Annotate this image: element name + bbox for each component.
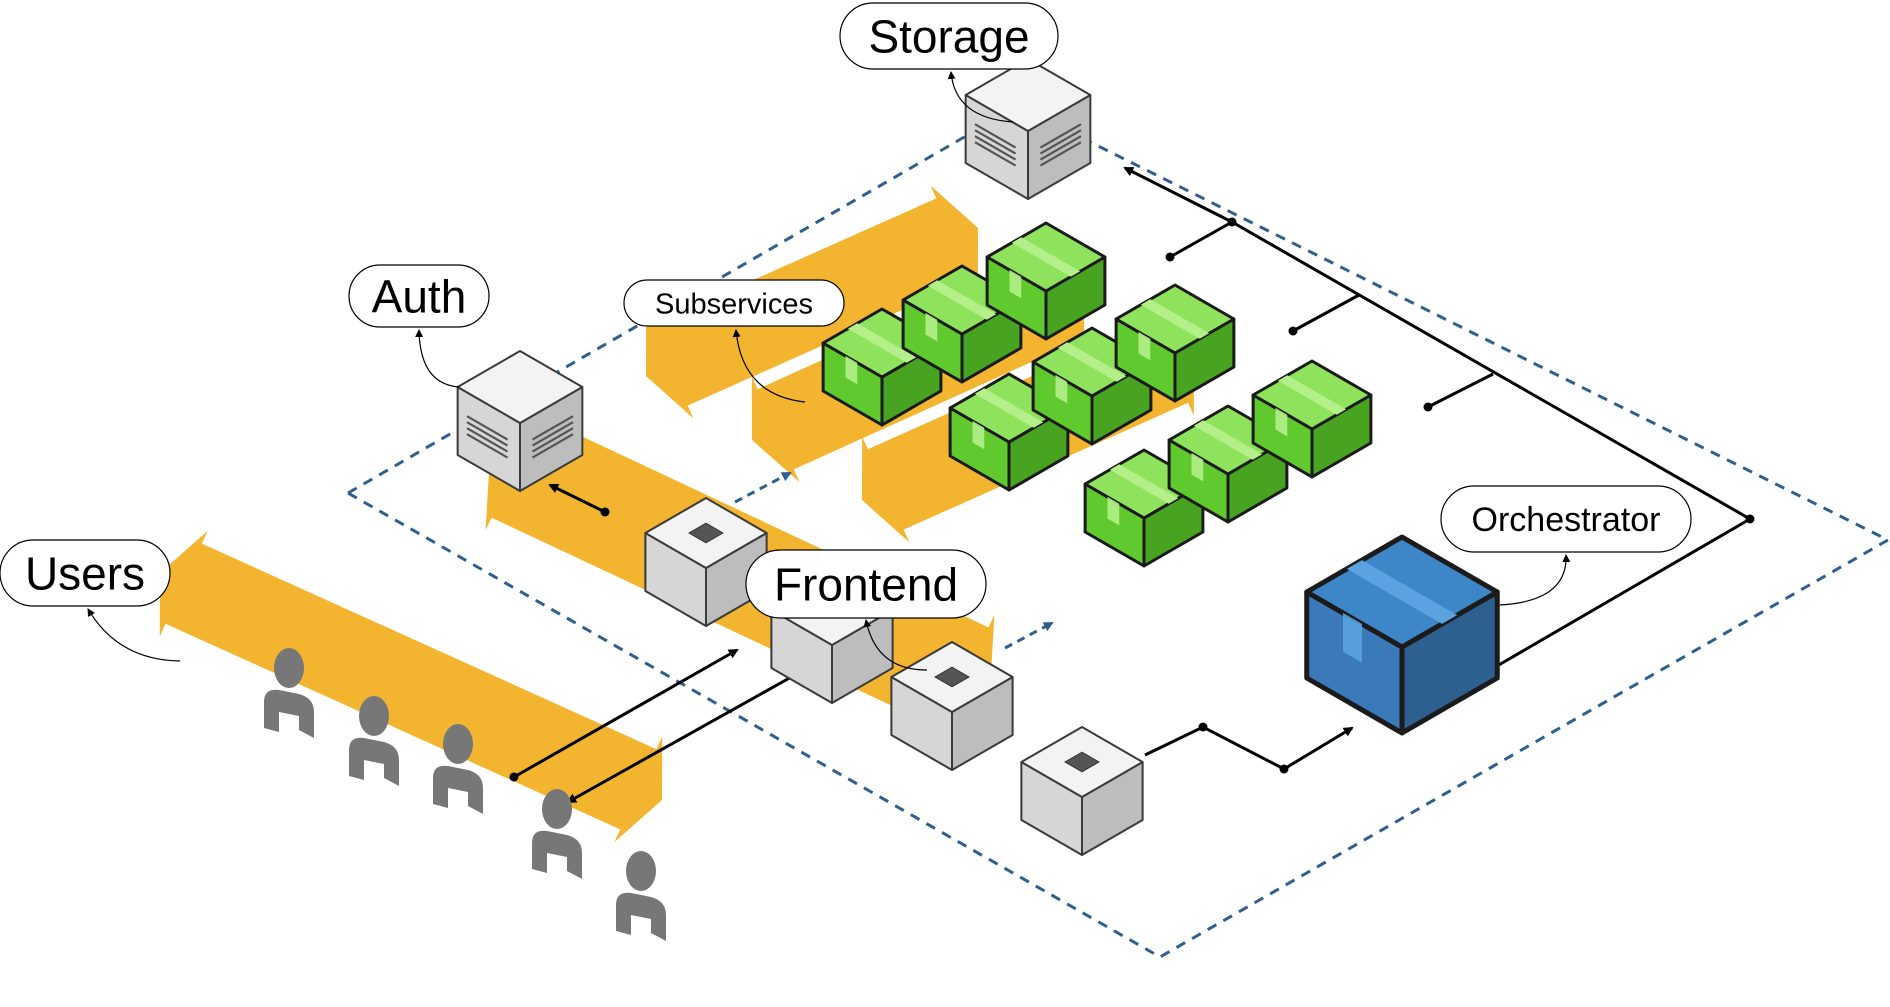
auth-label: Auth (348, 264, 490, 388)
branch-dot-2 (1288, 326, 1298, 336)
subservices-label-text: Subservices (655, 288, 813, 320)
orchestrator-label-text: Orchestrator (1472, 501, 1661, 539)
frontend-to-orchestrator-line (1144, 725, 1354, 771)
frontend-to-subservices-line-1 (734, 471, 792, 504)
fo-dot-1 (1198, 722, 1208, 732)
fo-dot-2 (1279, 764, 1289, 774)
users-to-frontend-line (513, 648, 739, 779)
branch-line-2 (1292, 293, 1360, 333)
frontend-label-text: Frontend (774, 559, 958, 611)
frontend-label: Frontend (745, 549, 987, 671)
auth-label-text: Auth (372, 271, 467, 323)
storage-label: Storage (839, 2, 1059, 123)
storage-server-icon[interactable] (964, 58, 1092, 200)
subservices-label: Subservices (623, 279, 845, 403)
frontend-instance-4-icon[interactable] (1020, 726, 1144, 856)
subservice-box-1-3-icon[interactable] (985, 221, 1107, 341)
user-2-icon (349, 696, 399, 786)
user-5-icon (616, 851, 666, 941)
branch-line-3 (1427, 372, 1494, 409)
user-3-icon (433, 724, 483, 814)
storage-label-text: Storage (868, 11, 1029, 63)
frontend-to-auth-line (548, 483, 606, 514)
user-1-icon (264, 648, 314, 738)
fa-dot (600, 507, 610, 517)
frontend-to-subservices-line-2 (1004, 621, 1054, 650)
branch-dot-1 (1165, 252, 1175, 262)
users-label: Users (0, 539, 181, 662)
users-label-text: Users (25, 548, 145, 600)
subservice-box-3-3-icon[interactable] (1251, 359, 1373, 479)
orchestrator-to-storage-line (1123, 166, 1754, 668)
orchestrator-label: Orchestrator (1440, 485, 1692, 606)
user-4-icon (532, 789, 582, 879)
subservice-box-2-3-icon[interactable] (1114, 283, 1236, 403)
users-band (159, 530, 663, 843)
frontend-instance-3-icon[interactable] (890, 641, 1014, 771)
junction-dot-1 (1227, 217, 1237, 227)
auth-server-icon[interactable] (456, 350, 584, 492)
uf-dot (509, 772, 519, 782)
branch-dot-3 (1423, 402, 1433, 412)
junction-dot-2 (1745, 514, 1755, 524)
orchestrator-box-icon[interactable] (1304, 534, 1500, 736)
frontend-to-users-line (566, 674, 794, 804)
branch-line-1 (1169, 220, 1233, 259)
frontend-instance-1-icon[interactable] (644, 497, 768, 627)
